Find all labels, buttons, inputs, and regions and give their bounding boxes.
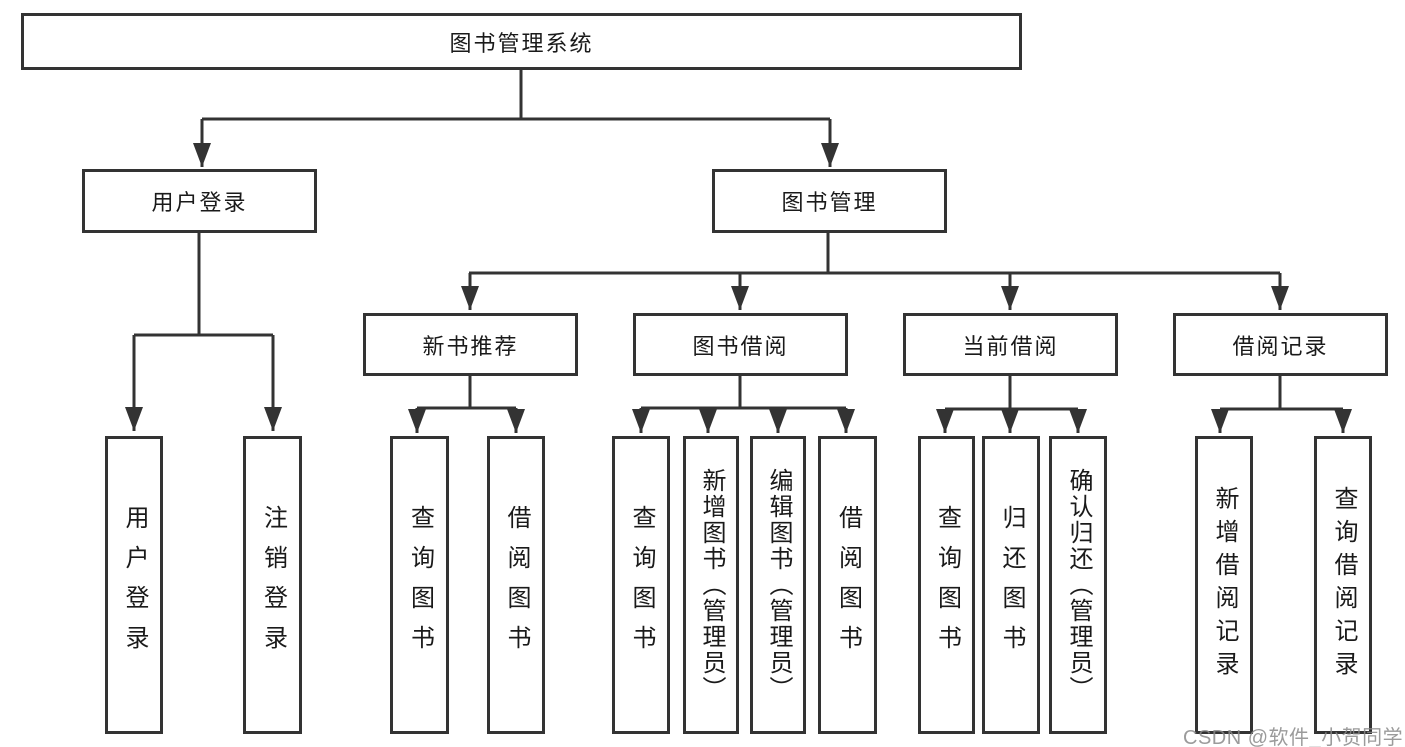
leaf-confirm-return-admin-label: 确认归还（管理员） [1065,468,1092,702]
leaf-logout: 注销登录 [243,436,302,734]
leaf-query-books-1: 查询图书 [390,436,449,734]
connector-book-borrow-branch [632,376,855,433]
leaf-borrow-books-1-label: 借阅图书 [503,505,530,665]
connector-book-mgmt-branch [461,233,1289,310]
leaf-user-login: 用户登录 [105,436,163,734]
leaf-borrow-books-2: 借阅图书 [818,436,877,734]
leaf-logout-label: 注销登录 [259,505,287,665]
leaf-add-books-admin-label: 新增图书（管理员） [698,468,725,702]
node-book-borrow-label: 图书借阅 [692,333,789,359]
node-book-management: 图书管理 [712,169,947,233]
node-root-system: 图书管理系统 [21,13,1022,70]
node-book-management-label: 图书管理 [781,190,878,215]
connector-current-borrow-branch [936,376,1087,433]
connector-new-book-branch [408,376,525,433]
leaf-query-books-2-label: 查询图书 [628,505,655,665]
csdn-watermark: CSDN @软件_小贺同学 [1183,727,1404,747]
leaf-return-books-label: 归还图书 [998,505,1025,665]
leaf-query-borrow-record: 查询借阅记录 [1314,436,1372,734]
connector-borrow-records-branch [1211,376,1352,433]
node-new-book-recommend-label: 新书推荐 [422,333,519,359]
leaf-query-books-1-label: 查询图书 [406,505,434,665]
leaf-query-books-3: 查询图书 [918,436,975,734]
node-current-borrow: 当前借阅 [903,313,1118,376]
leaf-edit-books-admin: 编辑图书（管理员） [750,436,806,734]
node-user-login-label: 用户登录 [151,190,248,215]
leaf-add-borrow-record-label: 新增借阅记录 [1211,486,1238,684]
connector-user-login-branch [125,233,282,431]
leaf-return-books: 归还图书 [982,436,1040,734]
leaf-add-borrow-record: 新增借阅记录 [1195,436,1253,734]
node-new-book-recommend: 新书推荐 [363,313,578,376]
leaf-edit-books-admin-label: 编辑图书（管理员） [765,468,792,702]
leaf-query-borrow-record-label: 查询借阅记录 [1330,486,1357,684]
leaf-query-books-2: 查询图书 [612,436,670,734]
leaf-user-login-label: 用户登录 [121,505,148,665]
node-borrow-records: 借阅记录 [1173,313,1388,376]
node-user-login: 用户登录 [82,169,317,233]
node-book-borrow: 图书借阅 [633,313,848,376]
leaf-confirm-return-admin: 确认归还（管理员） [1049,436,1107,734]
leaf-borrow-books-1: 借阅图书 [487,436,545,734]
node-borrow-records-label: 借阅记录 [1232,333,1329,359]
node-root-label: 图书管理系统 [449,30,594,56]
connector-root-to-level2 [193,68,839,167]
node-current-borrow-label: 当前借阅 [962,333,1059,359]
leaf-query-books-3-label: 查询图书 [933,505,961,665]
leaf-borrow-books-2-label: 借阅图书 [834,505,862,665]
leaf-add-books-admin: 新增图书（管理员） [683,436,739,734]
